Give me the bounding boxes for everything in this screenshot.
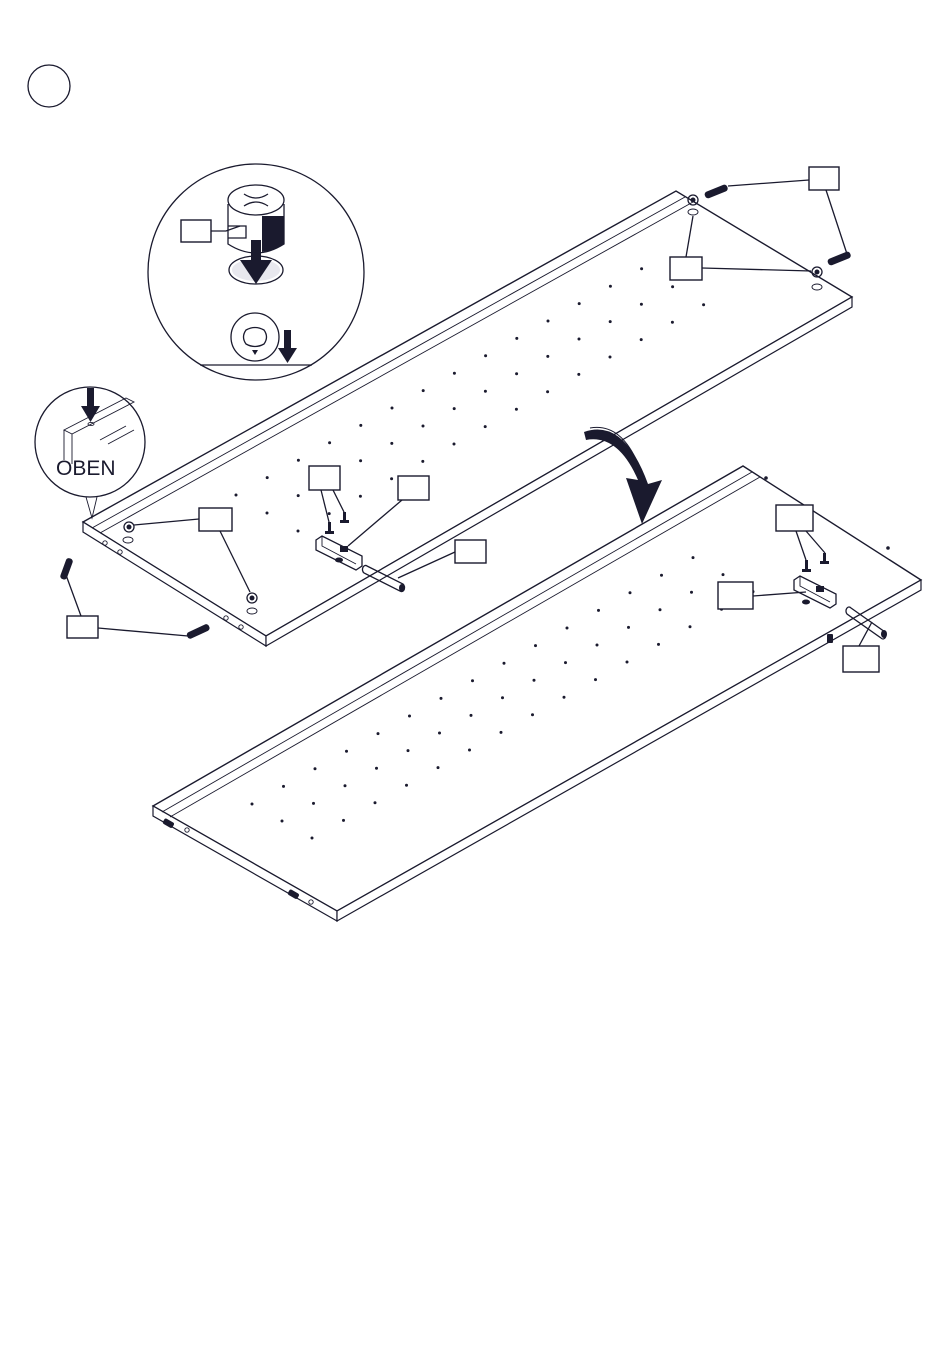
shelf-pin-hole [312, 802, 315, 805]
shelf-pin-hole [345, 750, 348, 753]
shelf-pin-hole [422, 425, 425, 428]
shelf-pin-hole [531, 713, 534, 716]
shelf-pin-hole [484, 354, 487, 357]
push-arrow-icon [278, 330, 297, 363]
shelf-pin-hole [609, 320, 612, 323]
shelf-pin-hole [671, 321, 674, 324]
shelf-pin-hole [657, 643, 660, 646]
shelf-pin-hole [390, 442, 393, 445]
shelf-pin-hole [314, 767, 317, 770]
shelf-pin-hole [407, 749, 410, 752]
shelf-pin-hole [375, 767, 378, 770]
callout-cam-detail [181, 220, 240, 242]
shelf-pin-hole [722, 573, 725, 576]
shelf-pin-hole [484, 425, 487, 428]
shelf-pin-hole [563, 696, 566, 699]
shelf-pin-hole [471, 679, 474, 682]
shelf-pin-hole [640, 303, 643, 306]
shelf-pin-hole [421, 460, 424, 463]
shelf-pin-hole [626, 661, 629, 664]
shelf-pin-hole [566, 627, 569, 630]
shelf-pin-hole [689, 625, 692, 628]
shelf-pin-hole [440, 697, 443, 700]
shelf-pin-hole [501, 696, 504, 699]
shelf-pin-hole [251, 803, 254, 806]
shelf-pin-hole [596, 644, 599, 647]
shelf-pin-hole [546, 390, 549, 393]
shelf-pin-hole [659, 608, 662, 611]
shelf-pin-hole [578, 302, 581, 305]
shelf-pin-hole [500, 731, 503, 734]
shelf-pin-hole [609, 356, 612, 359]
shelf-pin-hole [627, 626, 630, 629]
shelf-pin-hole [453, 407, 456, 410]
shelf-pin-hole [374, 801, 377, 804]
shelf-pin-hole [344, 784, 347, 787]
shelf-pin-hole [390, 477, 393, 480]
shelf-pin-hole [515, 408, 518, 411]
shelf-pin-hole [342, 819, 345, 822]
shelf-pin-hole [359, 495, 362, 498]
shelf-pin-hole [629, 591, 632, 594]
shelf-pin-hole [594, 678, 597, 681]
shelf-pin-hole [422, 389, 425, 392]
cam-lock-detail [148, 164, 364, 380]
shelf-pin-hole [328, 441, 331, 444]
shelf-pin-hole [690, 591, 693, 594]
shelf-pin-hole [359, 459, 362, 462]
shelf-pin-hole [453, 443, 456, 446]
shelf-pin-hole [503, 662, 506, 665]
shelf-pin-hole [671, 285, 674, 288]
shelf-pin-hole [515, 337, 518, 340]
shelf-pin-hole [266, 476, 269, 479]
shelf-pin-hole [437, 766, 440, 769]
shelf-pin-hole [266, 512, 269, 515]
shelf-pin-hole [311, 837, 314, 840]
shelf-pin-hole [391, 407, 394, 410]
shelf-pin-hole [702, 303, 705, 306]
shelf-pin-hole [597, 609, 600, 612]
shelf-pin-hole [609, 285, 612, 288]
oben-label: OBEN [56, 457, 116, 480]
shelf-pin-hole [534, 644, 537, 647]
shelf-pin-hole [470, 714, 473, 717]
shelf-pin-hole [547, 320, 550, 323]
shelf-pin-hole [405, 784, 408, 787]
shelf-pin-hole [408, 715, 411, 718]
shelf-pin-hole [640, 267, 643, 270]
shelf-pin-hole [577, 373, 580, 376]
arrow-down-icon [81, 388, 100, 422]
shelf-pin-hole [297, 459, 300, 462]
shelf-pin-hole [515, 372, 518, 375]
shelf-pin-hole [377, 732, 380, 735]
shelf-pin-hole [438, 732, 441, 735]
shelf-pin-hole [484, 390, 487, 393]
shelf-pin-hole [692, 556, 695, 559]
shelf-pin-hole [468, 749, 471, 752]
shelf-pin-hole [533, 679, 536, 682]
shelf-pin-hole [359, 424, 362, 427]
shelf-pin-hole [660, 574, 663, 577]
step-number-marker [28, 65, 70, 107]
shelf-pin-hole [235, 494, 238, 497]
shelf-pin-hole [564, 661, 567, 664]
shelf-pin-hole [282, 785, 285, 788]
shelf-pin-hole [640, 338, 643, 341]
shelf-pin-hole [297, 530, 300, 533]
shelf-pin-hole [578, 338, 581, 341]
cam-lock-top-view-icon [231, 313, 279, 361]
shelf-pin-hole [453, 372, 456, 375]
shelf-pin-hole [328, 512, 331, 515]
shelf-pin-hole [281, 820, 284, 823]
shelf-pin-hole [546, 355, 549, 358]
shelf-pin-hole [297, 494, 300, 497]
